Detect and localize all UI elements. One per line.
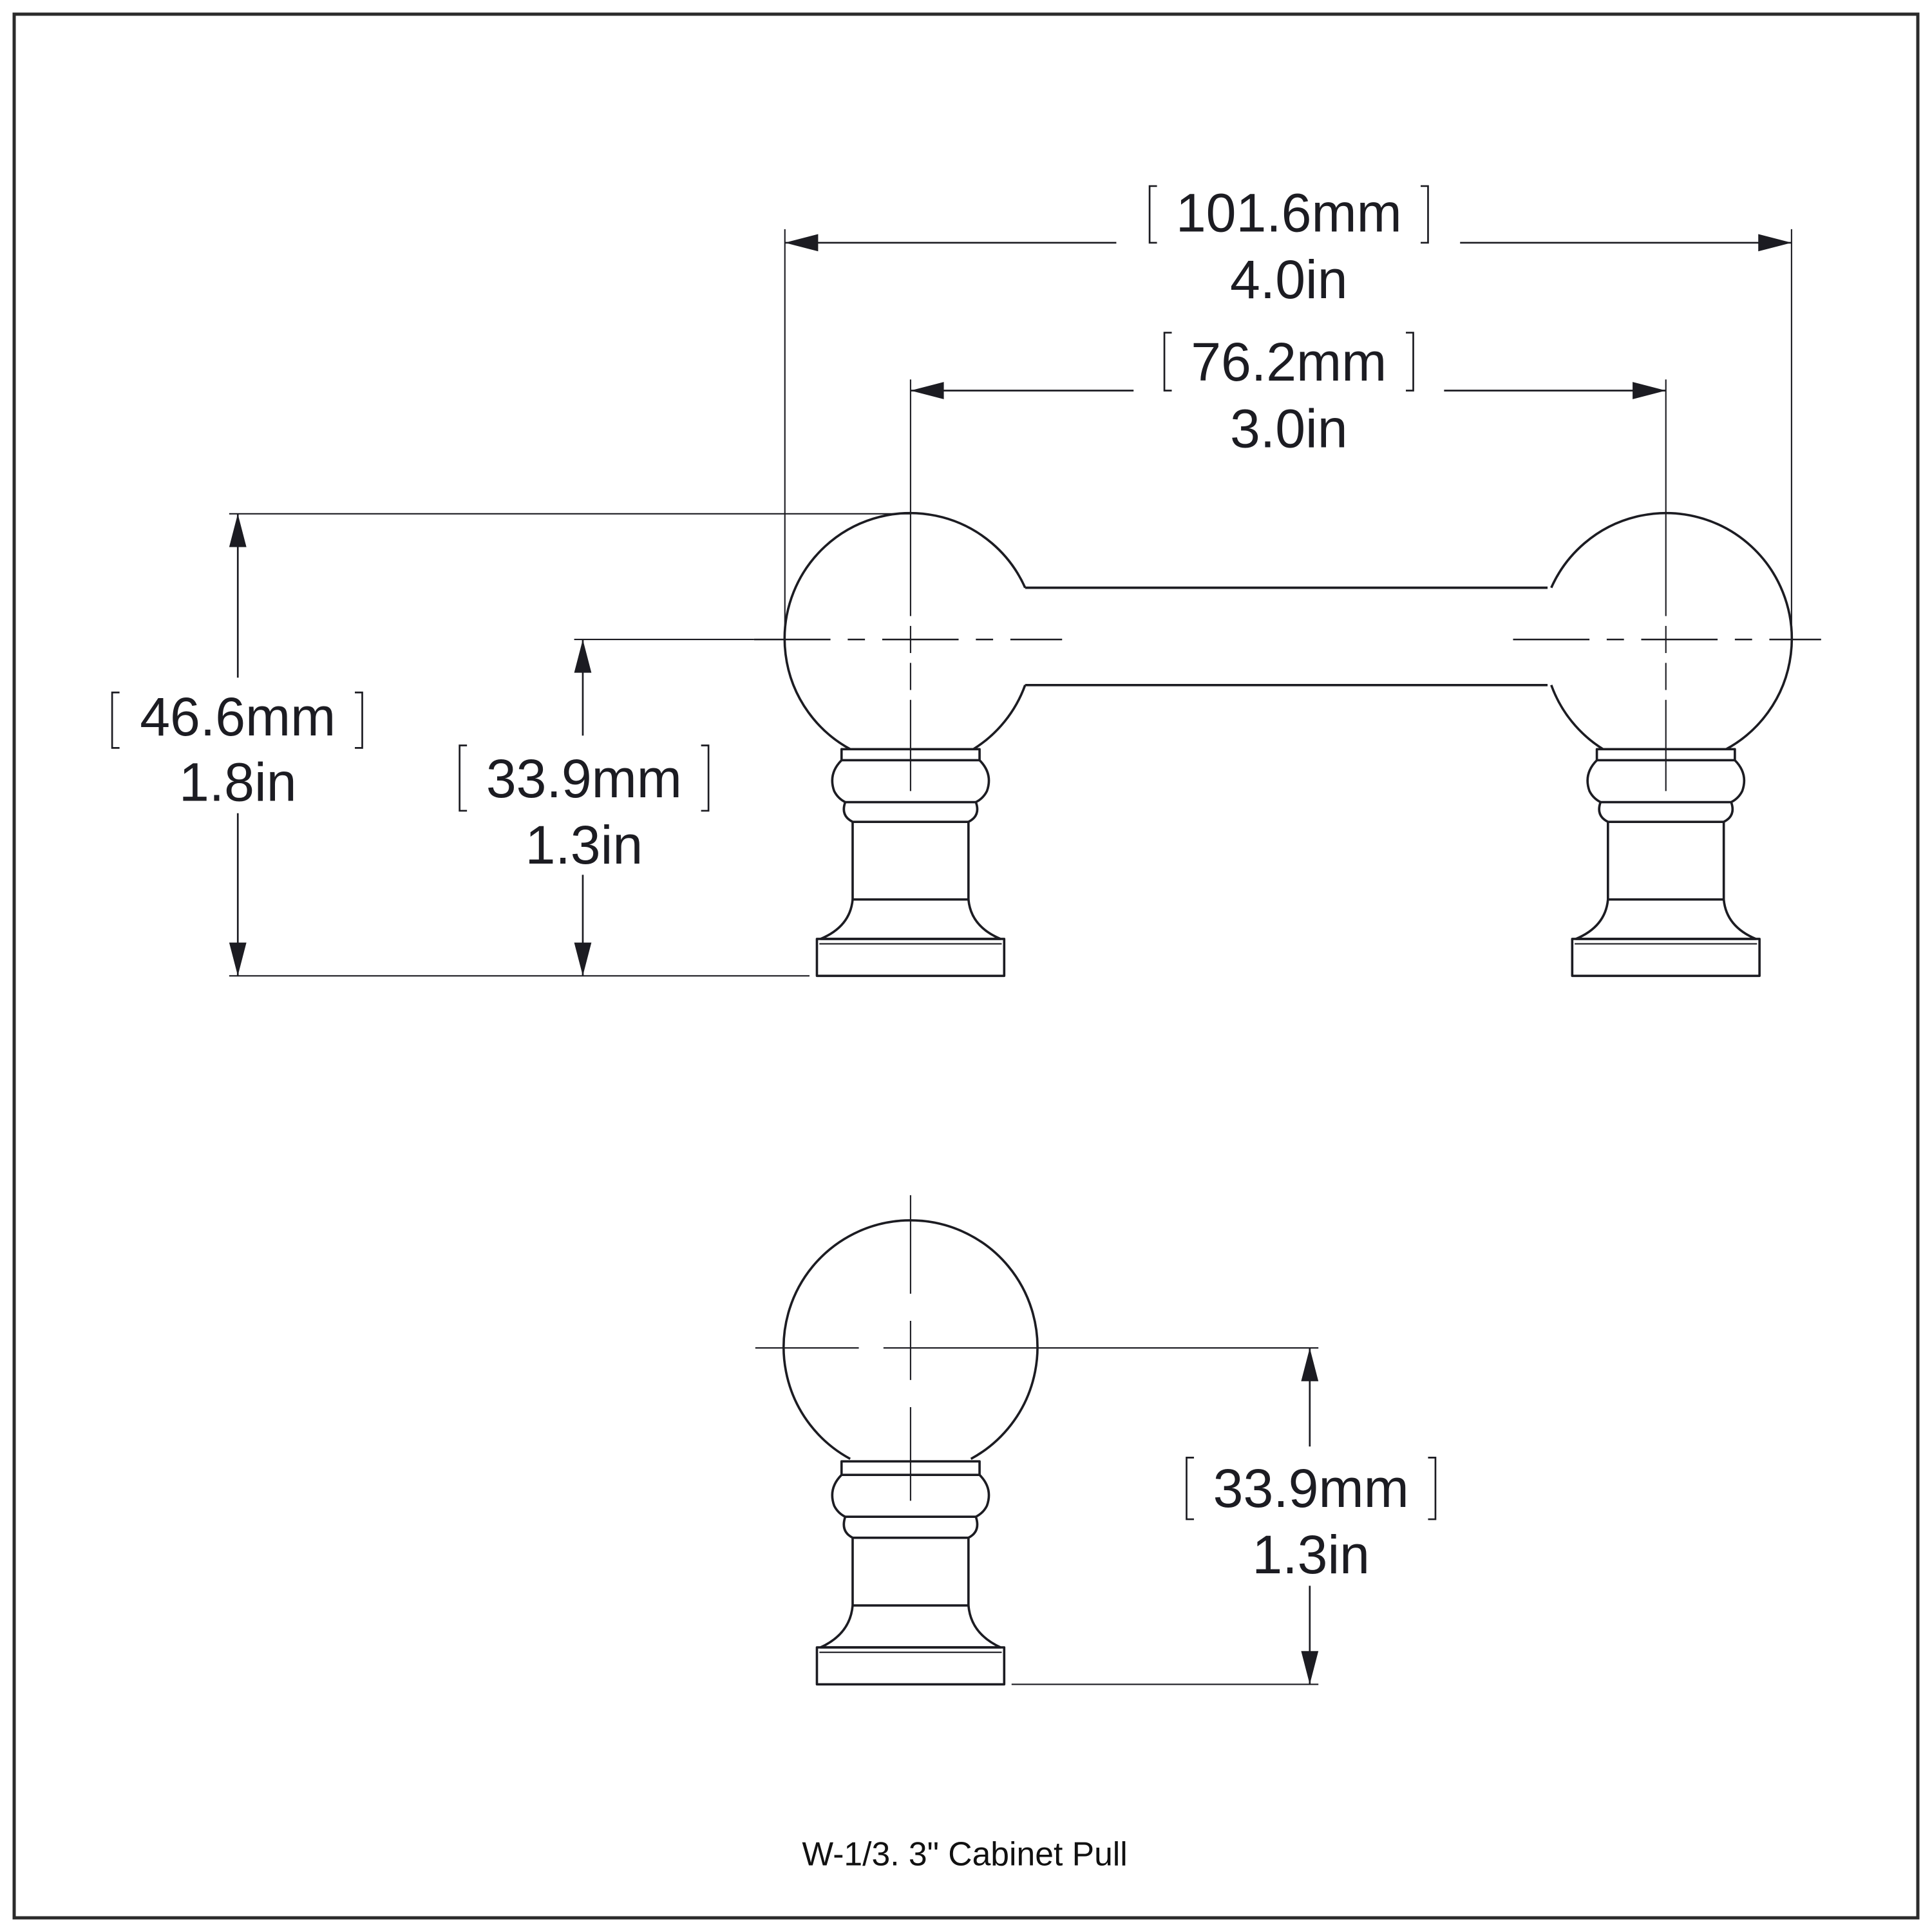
side-view [755, 1195, 1319, 1686]
drawing-title: W-1/3. 3" Cabinet Pull [802, 1835, 1127, 1873]
left-post [783, 511, 1027, 978]
dimension-overall-length: 101.6mm 4.0in [784, 183, 1792, 639]
projection-front-mm: 33.9mm [486, 748, 682, 809]
right-post [1550, 511, 1794, 978]
overall-height-mm: 46.6mm [140, 687, 336, 747]
overall-height-in: 1.8in [179, 752, 297, 813]
center-to-center-mm: 76.2mm [1191, 332, 1387, 392]
dimension-projection-front: 33.9mm 1.3in [459, 638, 754, 976]
arrow-down-icon [229, 942, 247, 976]
arrow-left-icon [910, 382, 944, 399]
overall-length-in: 4.0in [1230, 249, 1348, 310]
dimension-center-to-center: 76.2mm 3.0in [909, 332, 1667, 514]
center-to-center-in: 3.0in [1230, 399, 1348, 459]
projection-side-mm: 33.9mm [1213, 1458, 1409, 1519]
front-view [753, 511, 1821, 978]
overall-length-mm: 101.6mm [1176, 183, 1402, 243]
arrow-down-icon [574, 942, 592, 976]
arrow-left-icon [784, 234, 819, 252]
pull-bar [1025, 586, 1548, 687]
arrow-down-icon [1301, 1651, 1319, 1685]
dimension-projection-side: 33.9mm 1.3in [1011, 1348, 1437, 1685]
center-lines [753, 513, 1821, 791]
arrow-up-icon [1301, 1348, 1319, 1381]
projection-side-in: 1.3in [1252, 1524, 1370, 1585]
arrow-up-icon [574, 639, 592, 673]
projection-front-in: 1.3in [526, 815, 643, 875]
arrow-right-icon [1633, 382, 1666, 399]
arrow-up-icon [229, 513, 247, 547]
arrow-right-icon [1758, 234, 1792, 252]
drawing-frame [12, 12, 1920, 1920]
dimension-overall-height: 46.6mm 1.8in [111, 513, 911, 977]
